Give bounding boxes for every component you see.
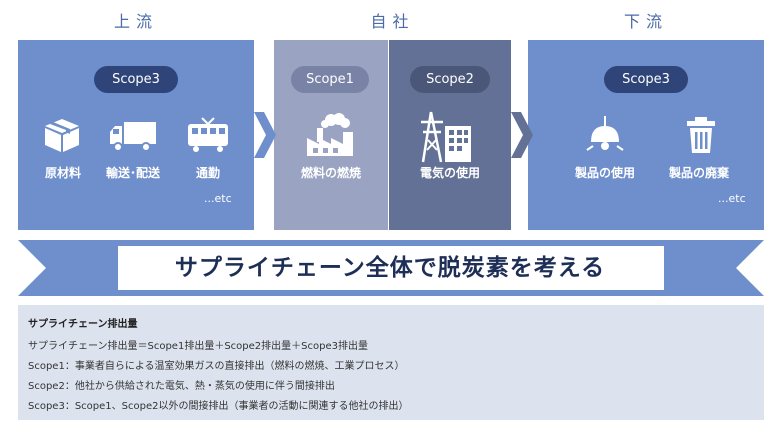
scope2-pill: Scope2 [410, 66, 490, 93]
info-title: サプライチェーン排出量 [28, 319, 138, 330]
label-commute: 通勤 [195, 166, 220, 180]
info-line: Scope1：事業者自らによる温室効果ガスの直接排出（燃料の燃焼、工業プロセス） [28, 361, 405, 372]
info-line: Scope3：Scope1、Scope2以外の間接排出（事業者の活動に関連する他… [28, 401, 409, 412]
supply-chain-banner [18, 240, 764, 296]
truck-icon [110, 122, 156, 152]
header-downstream: 下流 [623, 12, 668, 31]
header-upstream: 上流 [113, 12, 158, 31]
etc-upstream: ...etc [204, 192, 232, 205]
scope3-upstream-pill: Scope3 [94, 66, 178, 93]
label-fuel-combustion: 燃料の燃焼 [300, 166, 361, 180]
banner-title: サプライチェーン全体で脱炭素を考える [174, 255, 606, 281]
arrow-right-icon [254, 112, 276, 158]
box-icon [45, 119, 79, 152]
label-electricity-use: 電気の使用 [419, 166, 480, 180]
label-product-use: 製品の使用 [574, 166, 635, 180]
power-tower-building-icon [421, 111, 471, 163]
label-transport: 輸送･配送 [105, 166, 160, 180]
header-company: 自社 [370, 12, 415, 31]
arrow-right-icon [511, 112, 533, 158]
lamp-icon [586, 116, 624, 151]
info-box: サプライチェーン排出量 サプライチェーン排出量＝Scope1排出量＋Scope2… [18, 305, 764, 420]
etc-downstream: ...etc [718, 192, 746, 205]
label-product-disposal: 製品の廃棄 [668, 166, 729, 180]
trash-icon [687, 117, 715, 153]
train-icon [188, 117, 228, 152]
factory-icon [307, 113, 353, 156]
scope3-downstream-pill: Scope3 [604, 66, 688, 93]
info-line: Scope2：他社から供給された電気、熱・蒸気の使用に伴う間接排出 [28, 381, 335, 392]
label-raw-materials: 原材料 [44, 166, 81, 180]
info-line: サプライチェーン排出量＝Scope1排出量＋Scope2排出量＋Scope3排出… [28, 341, 368, 352]
scope1-pill: Scope1 [291, 66, 369, 93]
